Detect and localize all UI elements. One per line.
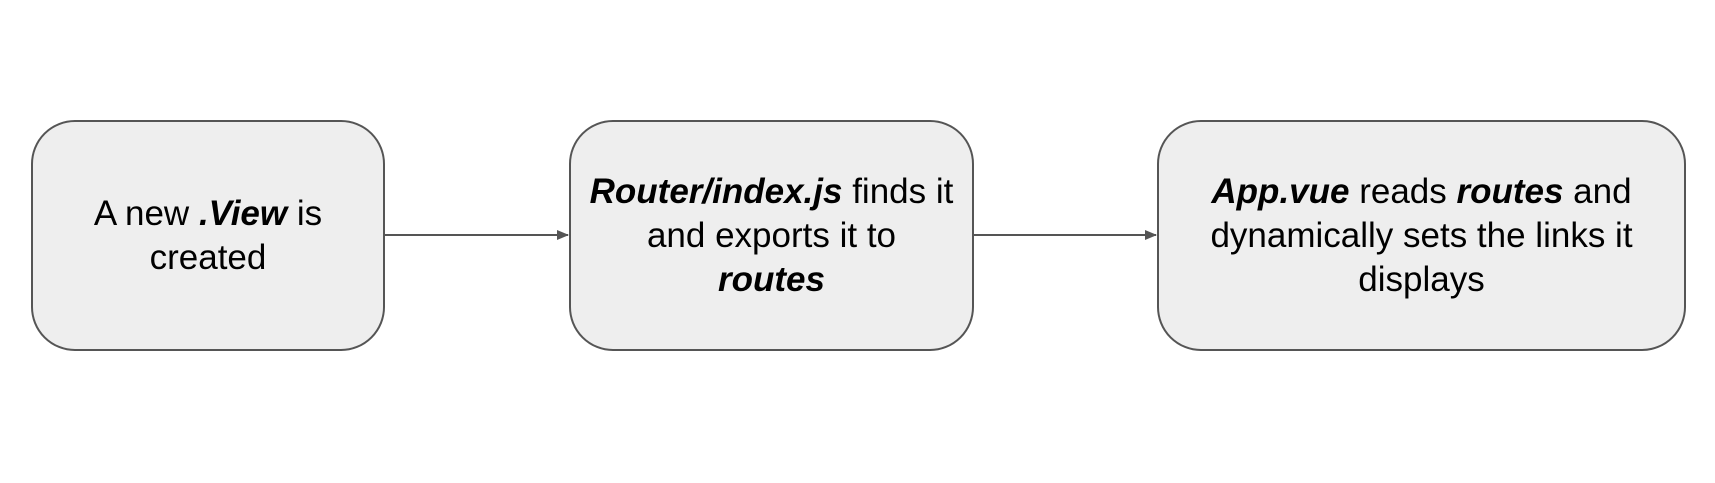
node-label: App.vue reads routes and dynamically set… [1179,170,1664,302]
node-label: A new .View is created [61,192,355,280]
label-segment: A new [93,193,199,233]
label-segment: and dynamically sets the links it displa… [1210,171,1633,299]
label-segment: is created [149,193,323,277]
label-segment: finds it and exports it to [646,171,954,255]
label-segment: reads [1349,171,1457,211]
node-router-index: Router/index.js finds it and exports it … [569,120,974,351]
label-segment-emphasis: Router/index.js [589,171,843,211]
node-label: Router/index.js finds it and exports it … [589,170,954,302]
node-app-vue: App.vue reads routes and dynamically set… [1157,120,1686,351]
label-segment-emphasis: routes [1456,171,1564,211]
label-segment-emphasis: routes [718,259,825,299]
label-segment-emphasis: App.vue [1211,171,1350,211]
node-view-created: A new .View is created [31,120,385,351]
label-segment-emphasis: .View [198,193,288,233]
